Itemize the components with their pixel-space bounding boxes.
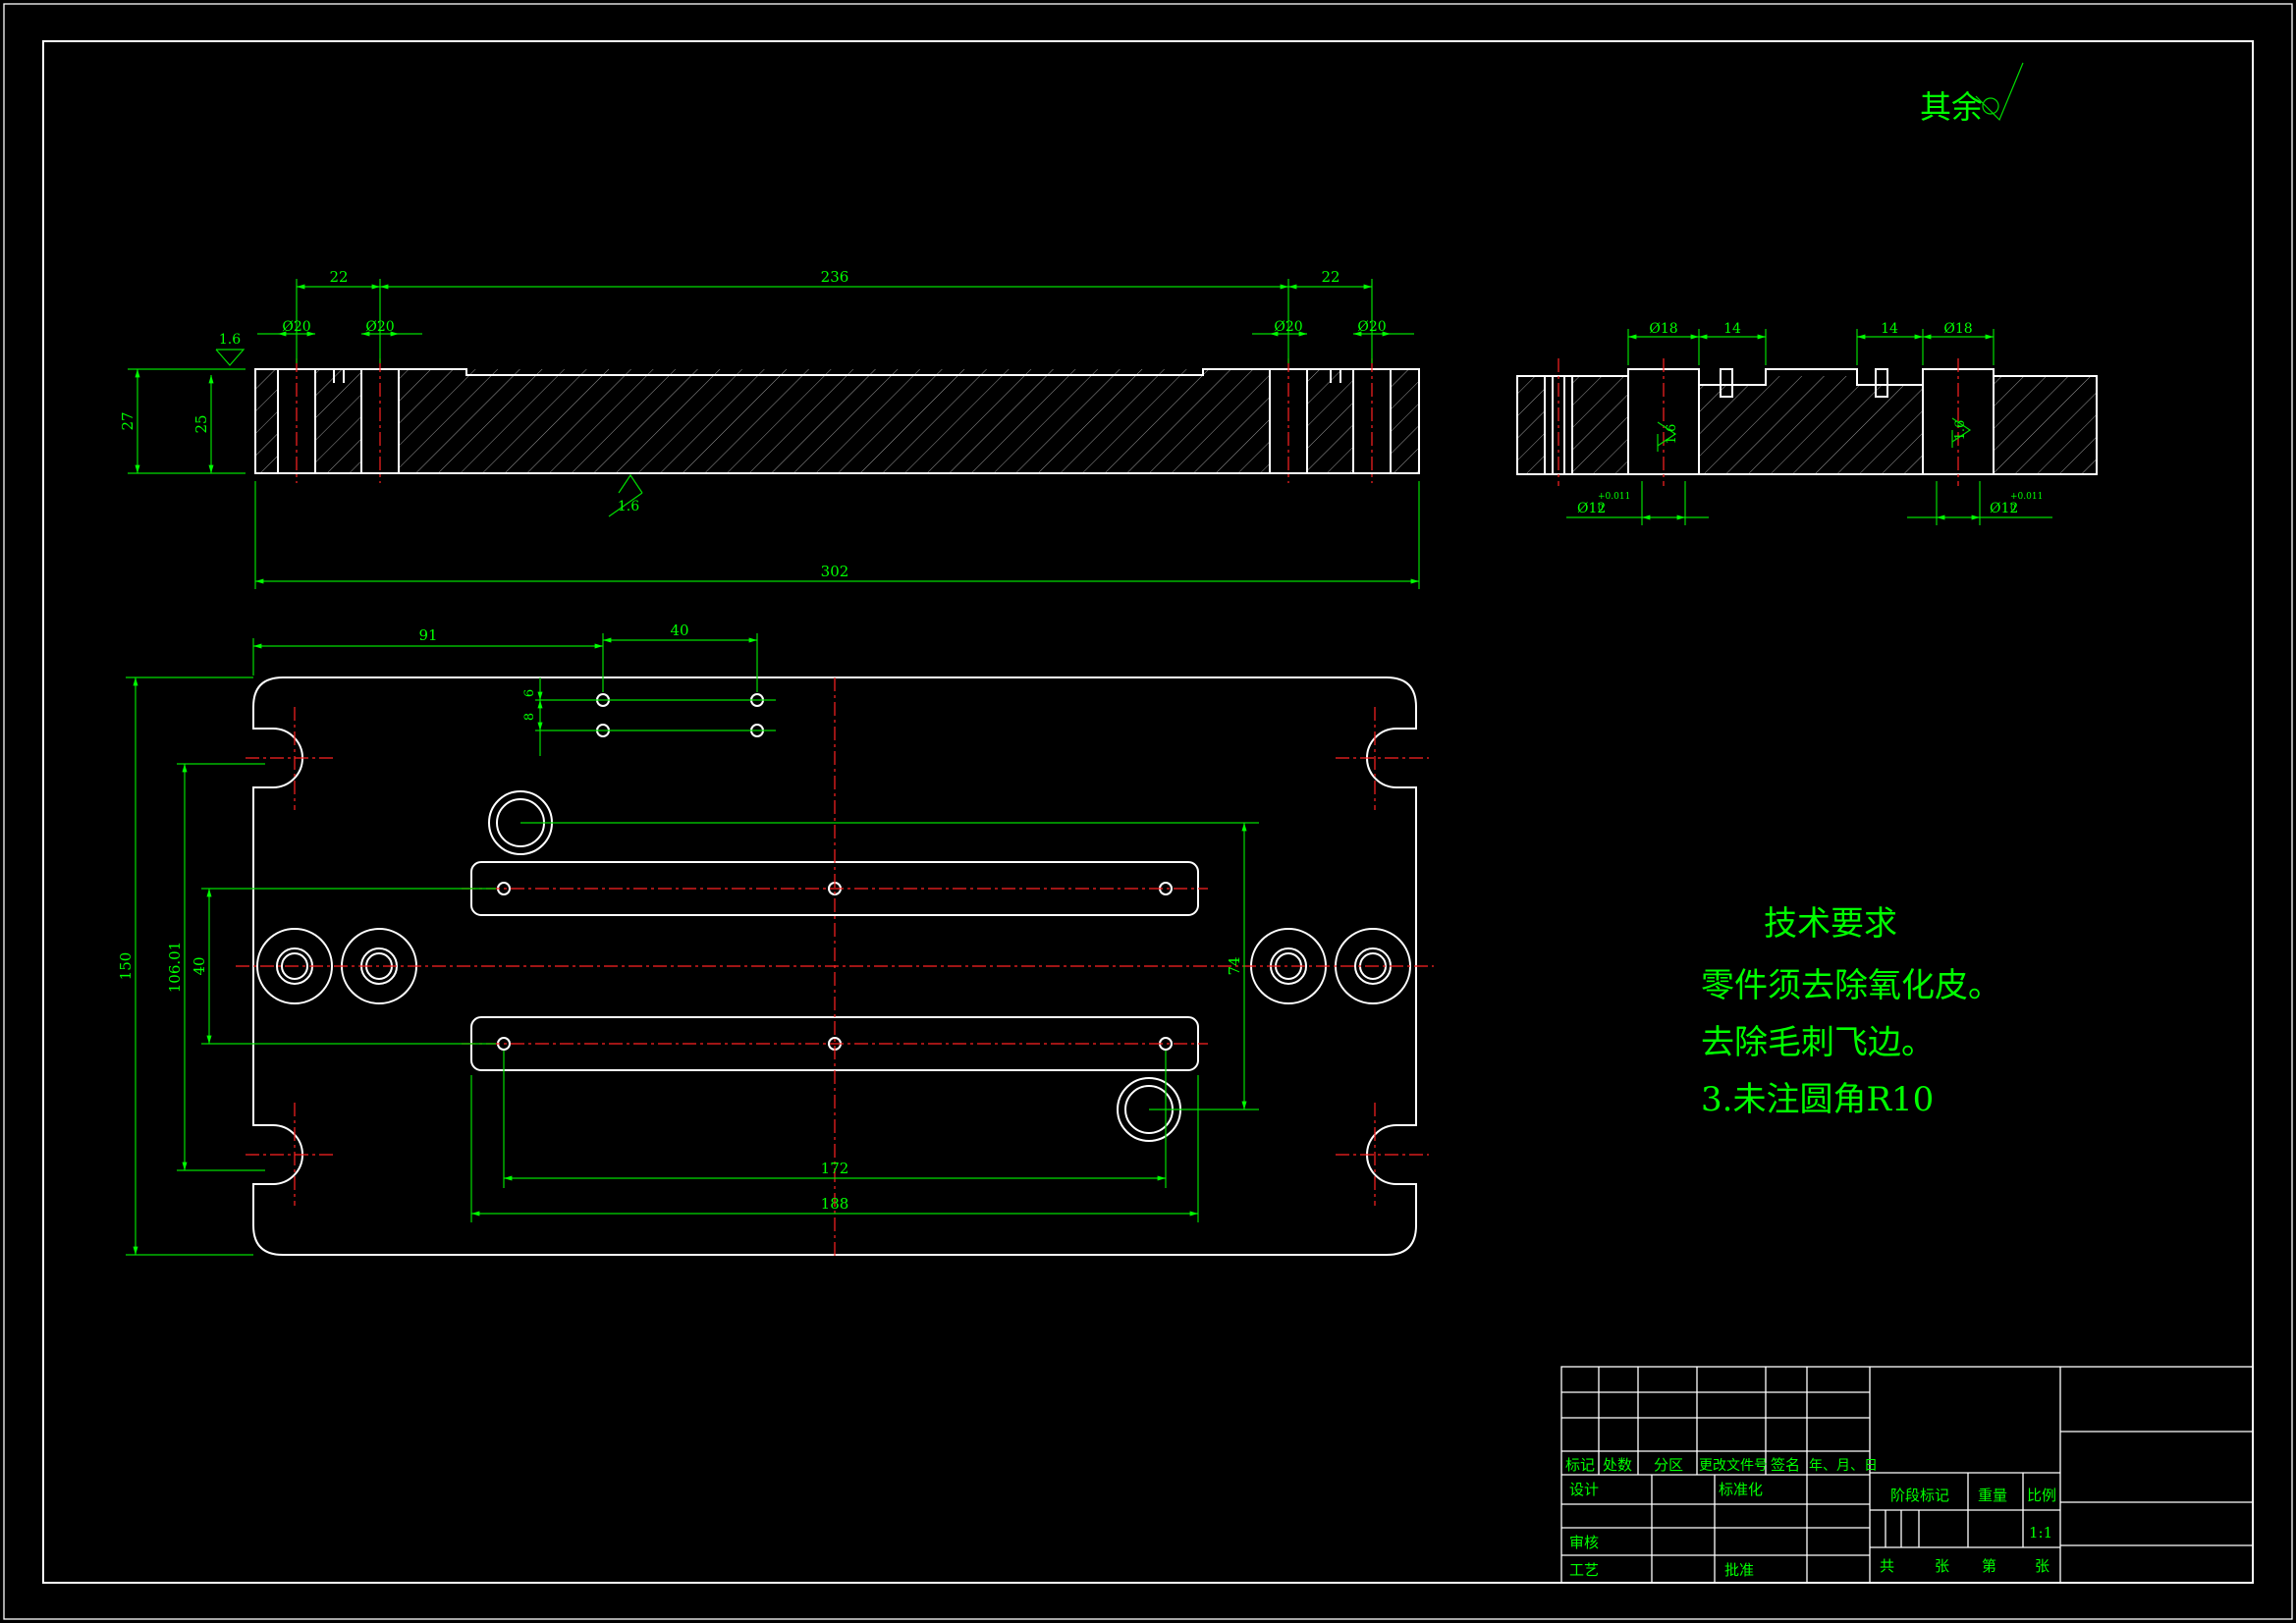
tb-standardize: 标准化	[1719, 1481, 1763, 1498]
tb-approve: 批准	[1724, 1561, 1754, 1579]
dim-74: 74	[1226, 956, 1243, 975]
dim-172: 172	[821, 1160, 849, 1177]
dim-22-left: 22	[329, 268, 348, 286]
plan-dimension-lines	[126, 633, 1259, 1256]
tb-sheet-no: 第	[1982, 1557, 1996, 1575]
side-rough-left: 1.6	[1665, 424, 1679, 445]
plan-view: 91 40 6 8 150 106.01 40 74 172 188	[117, 622, 1434, 1257]
tb-date: 年、月、日	[1809, 1458, 1878, 1474]
title-block: 标记 处数 分区 更改文件号 签名 年、月、日 设计 标准化 阶段标记 重量 比…	[1560, 1366, 2254, 1584]
tb-sheets: 张	[1935, 1557, 1949, 1575]
dim-dia20-c: Ø20	[1274, 319, 1302, 335]
tb-total: 共	[1880, 1557, 1894, 1575]
roughness-symbol-icon	[1975, 62, 2024, 122]
tb-scale: 比例	[2027, 1487, 2056, 1504]
outer-border	[3, 3, 2293, 1620]
tb-zone: 分区	[1654, 1456, 1683, 1474]
dim-dia20-b: Ø20	[365, 319, 394, 335]
tech-req-title: 技术要求	[1764, 904, 1897, 944]
dim-dia20-d: Ø20	[1357, 319, 1386, 335]
dim-8: 8	[522, 713, 537, 721]
tech-req-line-1: 零件须去除氧化皮。	[1701, 966, 2001, 1005]
tb-design: 设计	[1569, 1481, 1599, 1498]
dim-302: 302	[821, 563, 849, 580]
tb-process: 工艺	[1569, 1561, 1599, 1579]
rough-top-value: 1.6	[219, 332, 241, 348]
tb-signature: 签名	[1771, 1456, 1800, 1474]
tb-weight: 重量	[1978, 1487, 2007, 1504]
rough-bottom-value: 1.6	[618, 499, 639, 514]
dim-dia18-left: Ø18	[1649, 321, 1677, 337]
dim-dia18-right: Ø18	[1943, 321, 1972, 337]
roughness-note: 其余	[1920, 62, 2024, 126]
dim-91: 91	[418, 626, 437, 644]
tol-left-lower: 0	[1598, 504, 1604, 514]
dim-dia12-left: Ø12	[1577, 501, 1606, 516]
tb-mark: 标记	[1565, 1456, 1595, 1474]
tech-req-line-2: 去除毛刺飞边。	[1701, 1023, 1935, 1062]
side-view: Ø18 14 14 Ø18 1.6 1.6 Ø12 +0.011 0 Ø12 +…	[1516, 321, 2098, 525]
plan-centerlines	[236, 677, 1434, 1257]
side-view-outline	[1516, 368, 2098, 475]
dim-14-left: 14	[1723, 321, 1741, 337]
dim-106: 106.01	[166, 942, 184, 994]
plate-outline	[252, 676, 1417, 1256]
dim-6: 6	[522, 689, 537, 697]
dim-188: 188	[821, 1195, 849, 1213]
dim-40-side: 40	[191, 956, 208, 975]
tb-stage-mark: 阶段标记	[1890, 1487, 1949, 1504]
dim-25: 25	[192, 414, 210, 433]
tol-left-upper: +0.011	[1598, 492, 1630, 502]
tol-right-upper: +0.011	[2010, 492, 2043, 502]
front-view: 22 236 22 Ø20 Ø20 Ø20 Ø20 302 27 25 1.6 …	[119, 268, 1420, 589]
side-view-hatch	[1517, 376, 2097, 474]
dim-27: 27	[119, 411, 137, 430]
tech-req-line-3: 3.未注圆角R10	[1701, 1080, 1934, 1119]
dim-dia12-right: Ø12	[1990, 501, 2018, 516]
tol-right-lower: 0	[2010, 504, 2016, 514]
dim-22-right: 22	[1321, 268, 1339, 286]
dim-150: 150	[117, 952, 135, 981]
side-rough-right: 1.6	[1953, 420, 1968, 441]
tech-requirements: 技术要求 零件须去除氧化皮。 去除毛刺飞边。 3.未注圆角R10	[1701, 904, 2001, 1119]
dim-40-top: 40	[670, 622, 688, 639]
tb-sheets2: 张	[2035, 1557, 2050, 1575]
roughness-note-label: 其余	[1920, 88, 1983, 126]
front-view-hatch	[255, 369, 1419, 473]
dim-236: 236	[821, 268, 849, 286]
small-holes	[497, 693, 1173, 1051]
tb-change-doc: 更改文件号	[1699, 1458, 1768, 1474]
tb-count: 处数	[1603, 1456, 1632, 1474]
tb-scale-value: 1:1	[2029, 1524, 2052, 1542]
tb-review: 审核	[1569, 1534, 1599, 1551]
front-view-outline	[254, 368, 1420, 474]
inner-border	[42, 40, 2254, 1584]
dim-dia20-a: Ø20	[282, 319, 310, 335]
dim-14-right: 14	[1881, 321, 1898, 337]
